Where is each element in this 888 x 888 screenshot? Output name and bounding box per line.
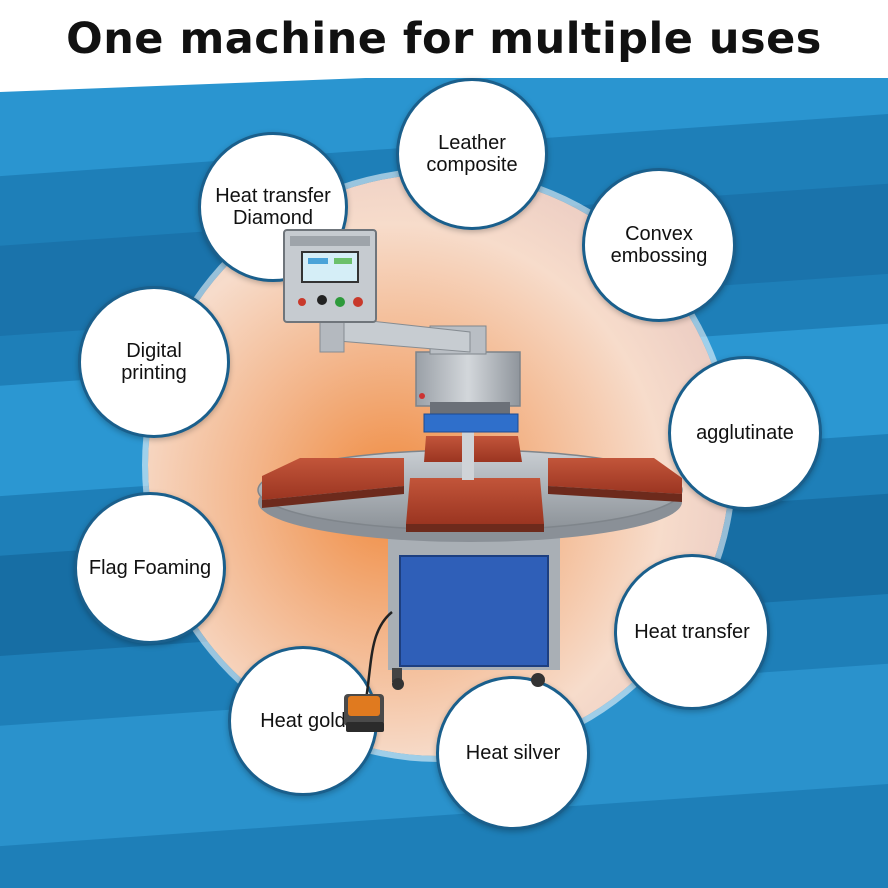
lower-platens xyxy=(262,436,682,532)
use-bubble-heat-transfer: Heat transfer xyxy=(614,554,770,710)
machine-cabinet xyxy=(388,538,560,690)
use-label: Heat silver xyxy=(465,742,561,764)
page-title: One machine for multiple uses xyxy=(66,14,822,64)
use-label: Heat transfer xyxy=(634,621,750,643)
control-panel xyxy=(283,229,377,323)
use-label: Digital printing xyxy=(121,340,187,384)
use-label: Flag Foaming xyxy=(88,557,212,579)
use-label: agglutinate xyxy=(696,422,794,444)
use-label: Diamond xyxy=(232,207,314,229)
use-bubble-heat-silver: Heat silver xyxy=(436,676,590,830)
use-bubble-flag-foaming: Flag Foaming xyxy=(74,492,226,644)
use-label: Leather xyxy=(438,132,506,154)
press-head xyxy=(415,325,521,480)
use-label: Convex xyxy=(625,223,693,245)
use-bubble-digital-printing: Digital printing xyxy=(78,286,230,438)
foot-pedal xyxy=(344,694,384,732)
use-label: Heat gold xyxy=(260,710,346,732)
pedal-cable xyxy=(364,611,393,701)
title-banner xyxy=(0,0,888,78)
use-label: composite xyxy=(426,154,518,176)
use-bubble-agglutinate: agglutinate xyxy=(668,356,822,510)
use-label: embossing xyxy=(610,245,708,267)
use-label: Heat transfer xyxy=(215,185,331,207)
